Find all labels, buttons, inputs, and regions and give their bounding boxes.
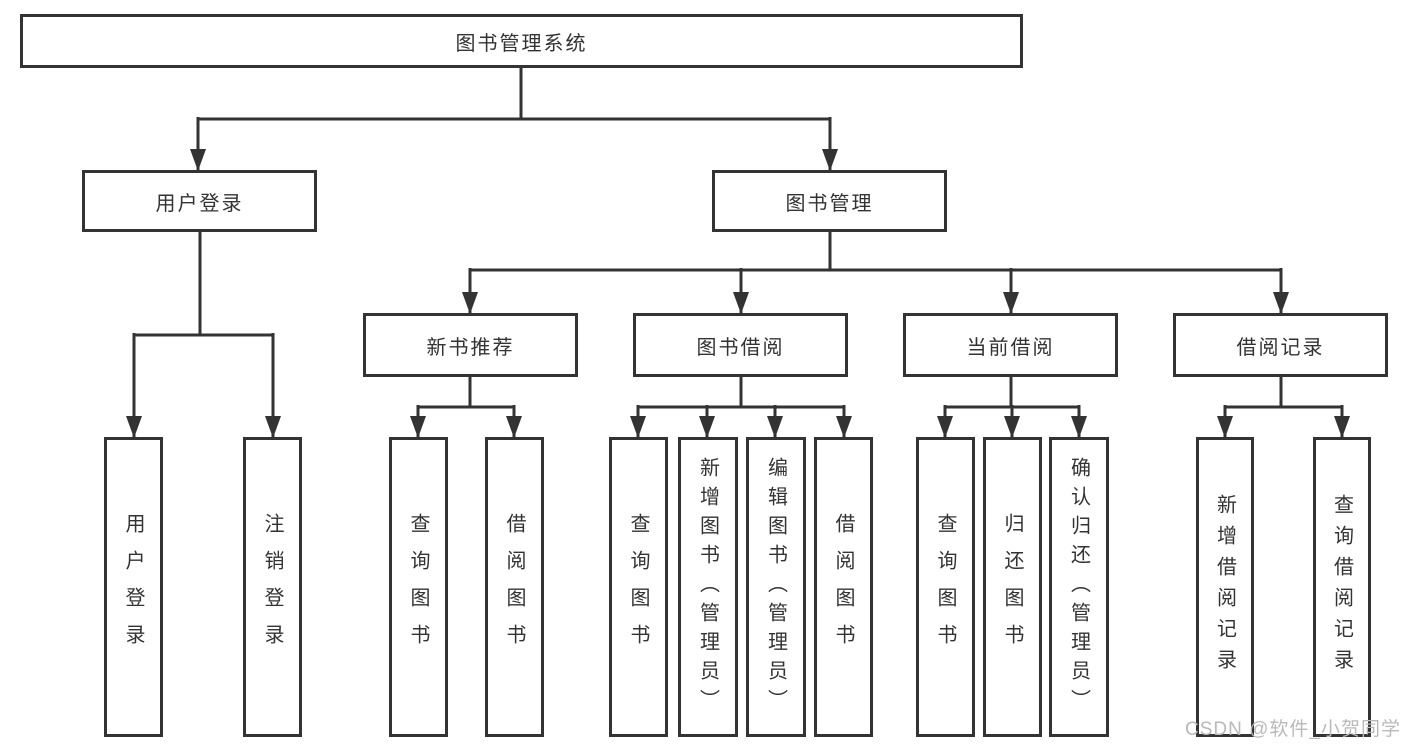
- csdn-watermark: CSDN @软件_小贺同学: [1185, 719, 1401, 740]
- leaf-label: 编辑图书（管理员）: [764, 456, 787, 718]
- node-library-management-system: 图书管理系统: [20, 14, 1023, 68]
- leaf-label: 归还图书: [1001, 513, 1023, 661]
- leaf-label: 借阅图书: [832, 513, 854, 661]
- leaf-label: 新增图书（管理员）: [696, 456, 719, 718]
- node-current-borrow: 当前借阅: [903, 313, 1118, 377]
- leaf-query-books: 查询图书: [609, 437, 668, 737]
- leaf-label: 新增借阅记录: [1213, 494, 1236, 680]
- node-new-book-recommend: 新书推荐: [363, 313, 578, 377]
- node-borrow-records: 借阅记录: [1173, 313, 1388, 377]
- node-book-management: 图书管理: [712, 170, 947, 232]
- leaf-add-borrow-record: 新增借阅记录: [1196, 437, 1254, 737]
- leaf-query-books: 查询图书: [916, 437, 975, 737]
- leaf-confirm-return-admin: 确认归还（管理员）: [1049, 437, 1109, 737]
- leaf-label: 借阅图书: [503, 513, 525, 661]
- node-book-borrow: 图书借阅: [633, 313, 848, 377]
- leaf-logout: 注销登录: [243, 437, 302, 737]
- leaf-borrow-books: 借阅图书: [485, 437, 544, 737]
- node-label: 图书管理系统: [455, 32, 588, 55]
- leaf-label: 查询借阅记录: [1330, 494, 1353, 680]
- leaf-query-borrow-record: 查询借阅记录: [1313, 437, 1371, 737]
- leaf-return-books: 归还图书: [983, 437, 1042, 737]
- connector-borrow-to-leaves: [630, 377, 852, 438]
- leaf-query-books: 查询图书: [389, 437, 448, 737]
- leaf-borrow-books: 借阅图书: [814, 437, 873, 737]
- leaf-add-books-admin: 新增图书（管理员）: [678, 437, 738, 737]
- node-label: 图书借阅: [696, 336, 785, 359]
- connector-records-to-leaves: [1217, 377, 1350, 438]
- node-label: 图书管理: [785, 192, 874, 215]
- node-label: 当前借阅: [966, 336, 1055, 359]
- leaf-label: 用户登录: [122, 513, 144, 661]
- connector-login-to-leaves: [126, 232, 281, 438]
- leaf-label: 查询图书: [407, 513, 429, 661]
- connector-recommend-to-leaves: [410, 377, 522, 438]
- connector-current-to-leaves: [937, 377, 1087, 438]
- node-label: 新书推荐: [426, 336, 515, 359]
- leaf-label: 注销登录: [261, 513, 283, 661]
- connector-mgmt-to-level3: [462, 232, 1289, 314]
- connector-root-to-level2: [190, 68, 838, 171]
- node-label: 用户登录: [155, 192, 244, 215]
- node-label: 借阅记录: [1236, 336, 1325, 359]
- leaf-label: 查询图书: [627, 513, 649, 661]
- leaf-label: 查询图书: [934, 513, 956, 661]
- leaf-user-login: 用户登录: [104, 437, 163, 737]
- leaf-label: 确认归还（管理员）: [1067, 456, 1090, 718]
- leaf-edit-books-admin: 编辑图书（管理员）: [746, 437, 806, 737]
- node-user-login: 用户登录: [82, 170, 317, 232]
